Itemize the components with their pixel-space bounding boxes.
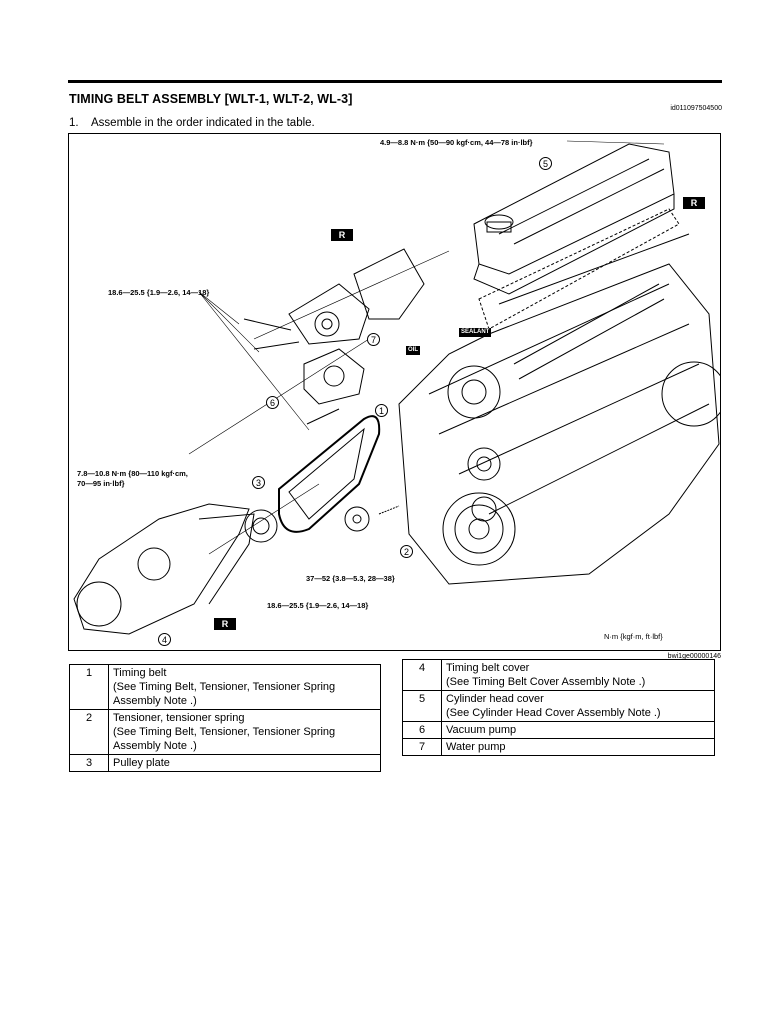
- part-number: 6: [402, 721, 442, 739]
- replace-mark-belt-cover-gasket: R: [214, 618, 236, 630]
- part-description: Pulley plate: [108, 754, 381, 772]
- part-number: 3: [69, 754, 109, 772]
- part-description: Water pump: [441, 738, 715, 756]
- document-id: id011097504500: [670, 105, 722, 112]
- oil-mark: OIL: [406, 346, 420, 355]
- engine-block-drawing: [398, 233, 720, 585]
- sealant-mark: SEALANT: [459, 328, 492, 337]
- timing-belt-inner-drawing: [288, 427, 365, 520]
- head-cover-gasket-drawing: [478, 208, 680, 330]
- part-description: Tensioner, tensioner spring(See Timing B…: [108, 709, 381, 755]
- callout-4: 4: [158, 633, 171, 646]
- callout-5: 5: [539, 157, 552, 170]
- part-number: 1: [69, 664, 109, 710]
- section-title: TIMING BELT ASSEMBLY [WLT-1, WLT-2, WL-3…: [69, 92, 353, 106]
- part-number: 4: [402, 659, 442, 691]
- step-number: 1.: [69, 117, 79, 129]
- vacuum-pump-drawing: [303, 348, 365, 425]
- part-description: Vacuum pump: [441, 721, 715, 739]
- callout-2: 2: [400, 545, 413, 558]
- water-pump-gasket-drawing: [353, 248, 425, 320]
- engine-exploded-diagram: [73, 140, 720, 635]
- header-rule: [68, 80, 722, 83]
- torque-tensioner-label: 37—52 {3.8—5.3, 28—38}: [306, 574, 395, 583]
- replace-mark-water-pump-gasket: R: [331, 229, 353, 241]
- part-number: 5: [402, 690, 442, 722]
- step-instruction: 1. Assemble in the order indicated in the…: [69, 117, 315, 129]
- cylinder-head-cover-drawing: [473, 143, 675, 295]
- callout-3: 3: [252, 476, 265, 489]
- torque-belt-cover-label-line1: 7.8—10.8 N·m {80—110 kgf·cm,: [77, 469, 188, 478]
- torque-water-pump-label: 18.6—25.5 {1.9—2.6, 14—18}: [108, 288, 210, 297]
- tensioner-drawing: [344, 505, 400, 532]
- torque-pulley-plate-label: 18.6—25.5 {1.9—2.6, 14—18}: [267, 601, 369, 610]
- part-description: Cylinder head cover(See Cylinder Head Co…: [441, 690, 715, 722]
- camshaft-drawing: [513, 283, 665, 380]
- torque-cover-bolts-label: 4.9—8.8 N·m {50—90 kgf·cm, 44—78 in·lbf}: [380, 138, 533, 147]
- figure-id: bwi1ge00000146: [667, 653, 721, 660]
- torque-belt-cover-label-line2: 70—95 in·lbf}: [77, 479, 125, 488]
- step-text: Assemble in the order indicated in the t…: [91, 117, 315, 129]
- replace-mark-head-cover-gasket: R: [683, 197, 705, 209]
- timing-belt-cover-drawing: [73, 503, 255, 635]
- part-number: 2: [69, 709, 109, 755]
- part-description: Timing belt(See Timing Belt, Tensioner, …: [108, 664, 381, 710]
- exploded-view-figure: 4.9—8.8 N·m {50—90 kgf·cm, 44—78 in·lbf}…: [68, 133, 721, 651]
- timing-belt-drawing: [278, 415, 381, 533]
- units-legend: N·m {kgf·m, ft·lbf}: [604, 632, 663, 641]
- callout-6: 6: [266, 396, 279, 409]
- water-pump-drawing: [243, 283, 370, 350]
- part-description: Timing belt cover(See Timing Belt Cover …: [441, 659, 715, 691]
- part-number: 7: [402, 738, 442, 756]
- callout-7: 7: [367, 333, 380, 346]
- callout-1: 1: [375, 404, 388, 417]
